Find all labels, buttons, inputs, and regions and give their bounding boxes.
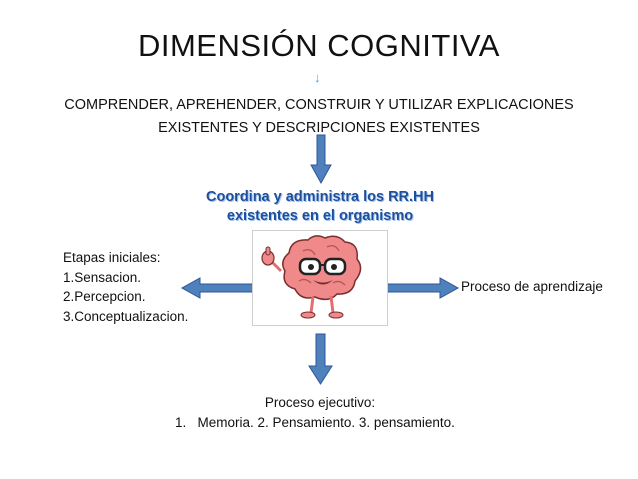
initial-stages-heading: Etapas iniciales: — [63, 250, 161, 265]
highlight-text: Coordina y administra los RR.HH existent… — [150, 188, 490, 226]
bottom-down-arrow — [308, 333, 333, 385]
learning-process-label: Proceso de aprendizaje — [461, 279, 603, 294]
small-down-arrow-icon: ↓ — [314, 70, 321, 85]
top-down-arrow — [310, 134, 332, 185]
diagram-title: DIMENSIÓN COGNITIVA — [137, 28, 500, 63]
cartoon-brain-with-glasses-thumbs-up-icon — [261, 235, 362, 319]
subtitle-line-2: EXISTENTES Y DESCRIPCIONES EXISTENTES — [158, 120, 480, 136]
right-arrow — [386, 277, 460, 299]
initial-stage-item: 3.Conceptualizacion. — [63, 308, 189, 324]
subtitle: COMPRENDER, APREHENDER, CONSTRUIR Y UTIL… — [40, 94, 598, 140]
initial-stage-item: 1.Sensacion. — [63, 269, 142, 285]
brain-image-frame — [252, 230, 388, 326]
initial-stages-block: Etapas iniciales: 1.Sensacion. 2.Percepc… — [63, 248, 188, 326]
subtitle-line-1: COMPRENDER, APREHENDER, CONSTRUIR Y UTIL… — [64, 97, 574, 113]
initial-stage-item: 2.Percepcion. — [63, 289, 146, 304]
highlight-line-1: Coordina y administra los RR.HH — [205, 189, 434, 205]
executive-process-heading: Proceso ejecutivo: — [264, 395, 376, 410]
executive-process-list: 1. Memoria. 2. Pensamiento. 3. pensamien… — [175, 415, 455, 430]
left-arrow — [180, 277, 254, 299]
highlight-line-2: existentes en el organismo — [226, 208, 414, 224]
